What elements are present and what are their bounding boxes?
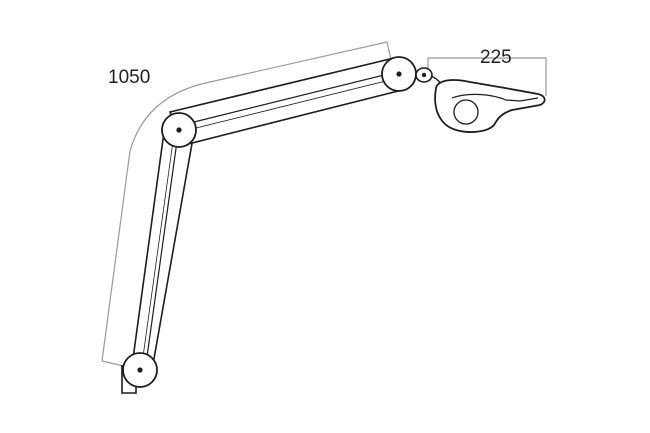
head-joint: [381, 56, 417, 92]
elbow-joint: [161, 112, 197, 148]
head-dimension-label: 225: [480, 47, 512, 68]
lamp-lens: [453, 99, 479, 125]
upper-arm: [168, 57, 403, 146]
swivel-connector: [415, 67, 445, 89]
lamp-head: [434, 79, 546, 133]
reach-dimension-line: [101, 41, 392, 362]
base-joint: [122, 352, 158, 388]
lamp-head-shade-edge: [451, 93, 539, 102]
reach-dimension-label: 1050: [108, 67, 151, 88]
wall-mount-bracket: [121, 365, 137, 394]
lower-arm: [131, 131, 195, 371]
head-dimension-line: [427, 57, 547, 96]
